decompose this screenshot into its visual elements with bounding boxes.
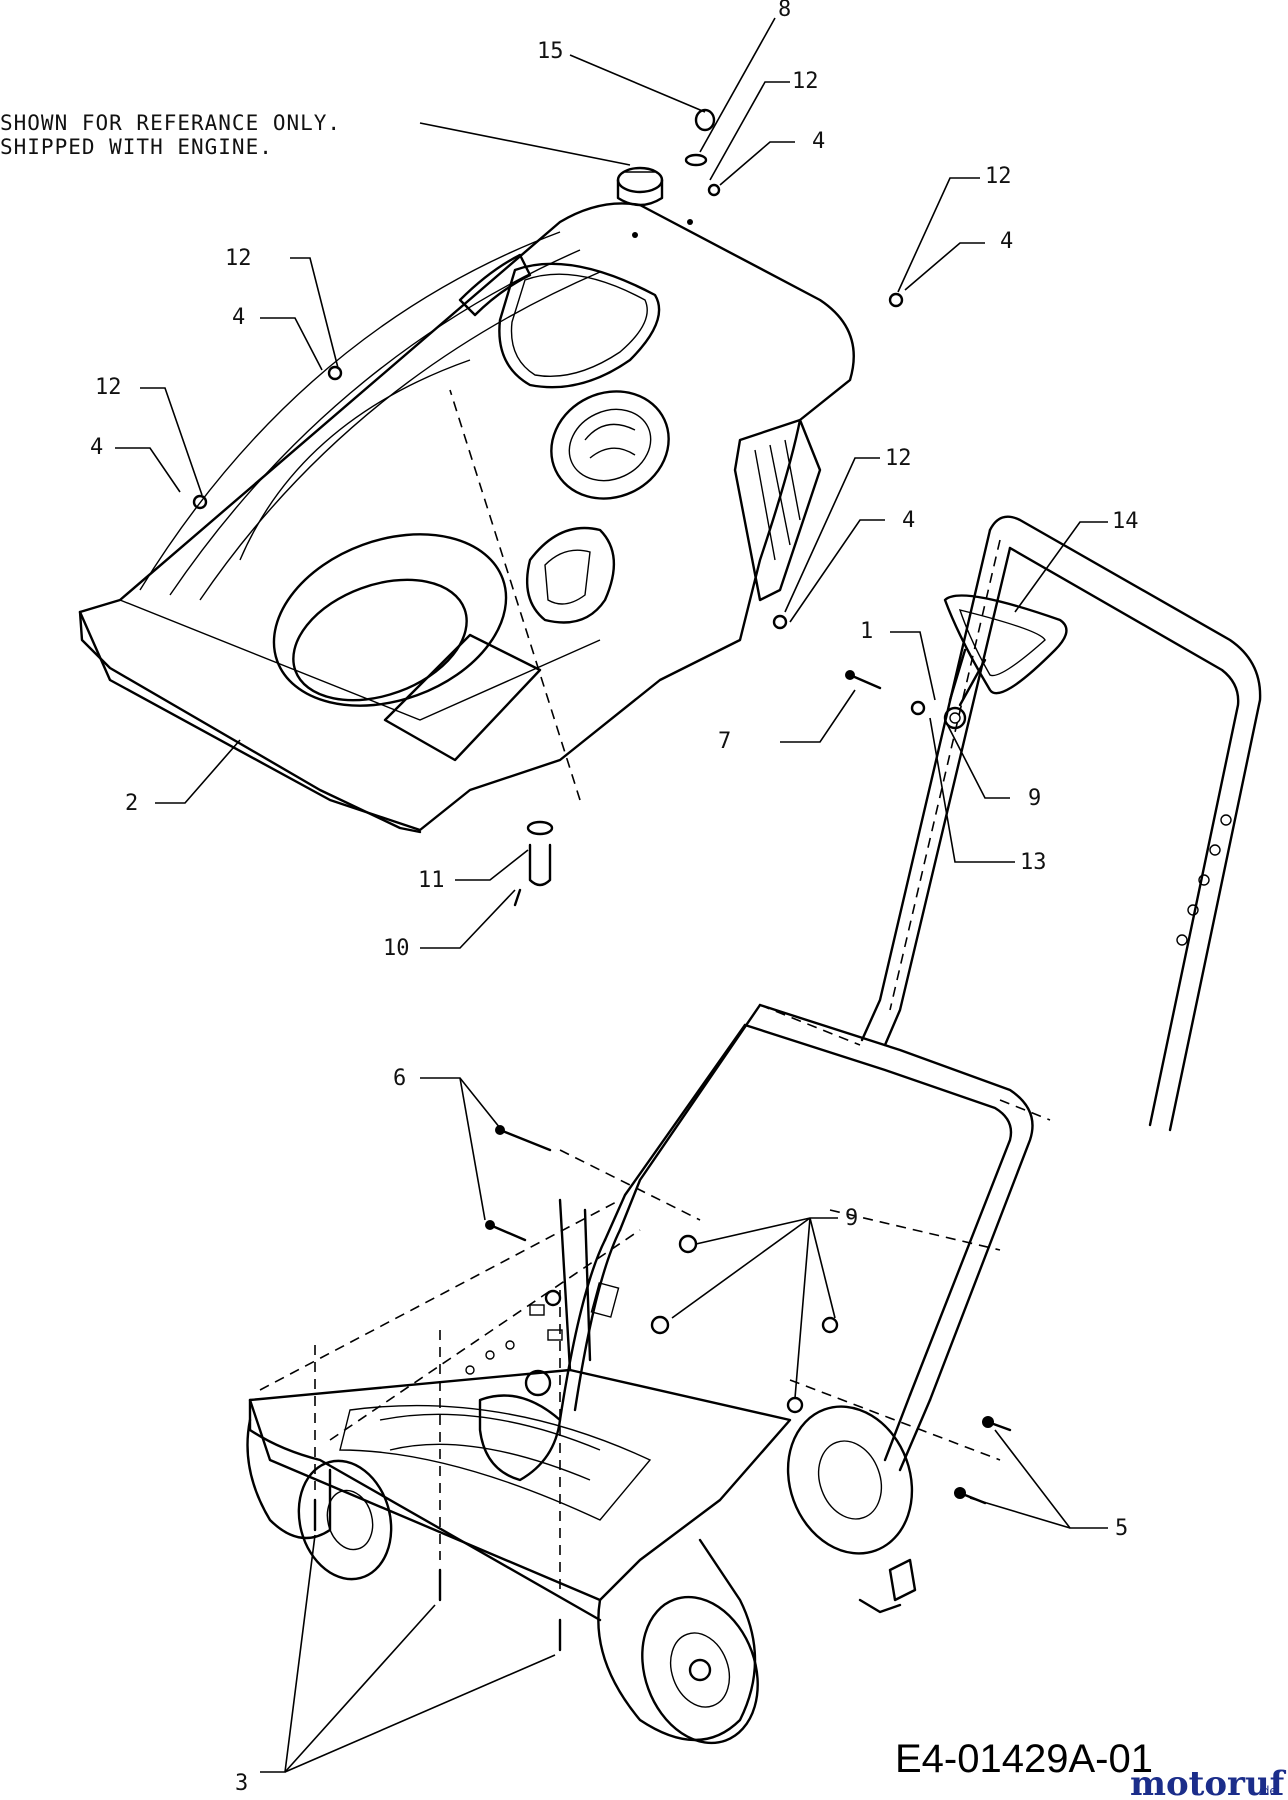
- shroud-housing: [78, 166, 855, 834]
- callout-9: 9: [845, 1206, 858, 1231]
- watermark-brand: motoruf: [1130, 1764, 1287, 1800]
- callout-12: 12: [792, 69, 819, 94]
- watermark-logo: motoruf .de: [1130, 1764, 1287, 1800]
- callout-13: 13: [1020, 850, 1047, 875]
- diagram-code: E4-01429A-01: [895, 1737, 1153, 1781]
- callout-14: 14: [1112, 509, 1139, 534]
- callout-12: 12: [885, 446, 912, 471]
- upper-handle: [860, 515, 1262, 1132]
- reference-note: SHOWN FOR REFERANCE ONLY. SHIPPED WITH E…: [0, 111, 341, 159]
- note-line-2: SHIPPED WITH ENGINE.: [0, 135, 273, 159]
- callout-labels: 8 15 12 4 12 4 12 4 12 4 12 4 14 1 7 9 1…: [90, 0, 1139, 1796]
- chute-crank-handle: [943, 594, 1068, 730]
- callout-12: 12: [225, 246, 252, 271]
- callout-4: 4: [1000, 229, 1013, 254]
- leader-lines: [115, 17, 1108, 1773]
- callout-7: 7: [718, 729, 731, 754]
- callout-11: 11: [418, 868, 445, 893]
- callout-1: 1: [860, 619, 873, 644]
- watermark-suffix: .de: [1258, 1784, 1277, 1798]
- callout-4: 4: [812, 129, 825, 154]
- auger-housing: [246, 389, 1001, 1745]
- note-line-1: SHOWN FOR REFERANCE ONLY.: [0, 111, 341, 135]
- callout-4: 4: [902, 508, 915, 533]
- callout-15: 15: [537, 39, 564, 64]
- hardware: [192, 108, 1012, 1652]
- lower-handle: [558, 1003, 1051, 1472]
- callout-12: 12: [95, 375, 122, 400]
- callout-9: 9: [1028, 786, 1041, 811]
- callout-3: 3: [235, 1771, 248, 1796]
- callout-6: 6: [393, 1066, 406, 1091]
- callout-5: 5: [1115, 1516, 1128, 1541]
- callout-10: 10: [383, 936, 410, 961]
- callout-4: 4: [232, 305, 245, 330]
- callout-4: 4: [90, 435, 103, 460]
- callout-12: 12: [985, 164, 1012, 189]
- callout-2: 2: [125, 791, 138, 816]
- callout-8: 8: [778, 0, 791, 22]
